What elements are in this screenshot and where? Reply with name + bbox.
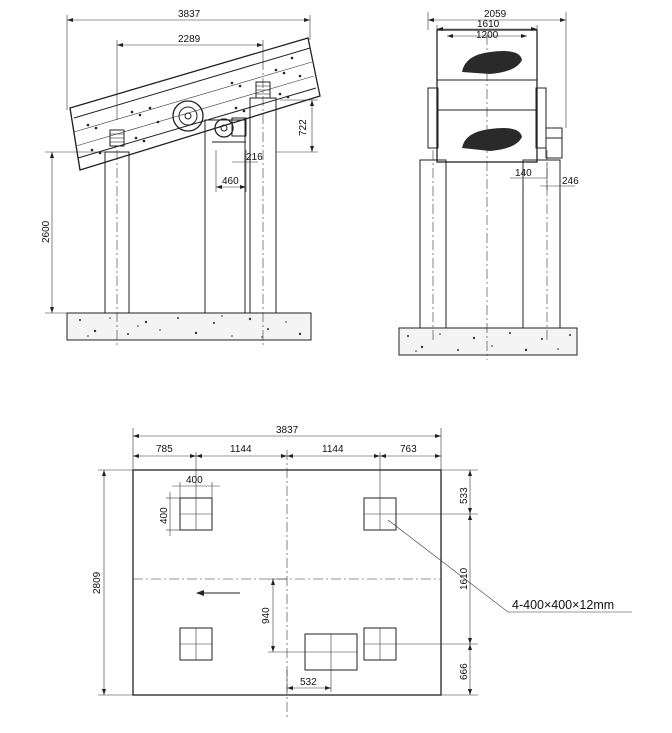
side-support-span-label: 2289	[178, 34, 201, 45]
screen-box	[69, 37, 321, 171]
motor-pulley	[214, 118, 234, 138]
side-height-label: 2600	[41, 220, 52, 243]
plan-spacing-3-label: 1144	[322, 444, 344, 455]
side-column-mid	[204, 119, 246, 314]
end-ground-texture	[407, 332, 571, 352]
end-offset-b-label: 246	[562, 176, 579, 187]
plan-overall-length-label: 3837	[276, 425, 299, 436]
end-column-right	[522, 159, 561, 329]
side-motor-offset-label: 460	[222, 176, 239, 187]
end-overall-width-label: 2059	[484, 9, 507, 20]
spring-left	[109, 129, 125, 147]
plan-spacing-1-label: 785	[156, 444, 173, 455]
side-overall-length-label: 3837	[178, 9, 201, 20]
plan-spacing-4-label: 763	[400, 444, 417, 455]
plan-pad-width-label: 400	[186, 475, 203, 486]
end-screen-width-label: 1200	[476, 30, 499, 41]
plan-overall-width-label: 2809	[92, 571, 103, 594]
end-offset-a-label: 140	[515, 168, 532, 179]
exciter-wheel	[172, 100, 204, 132]
side-view: 3837 2289 2600 722 460 216	[41, 9, 321, 345]
plan-top-margin-label: 533	[459, 487, 470, 504]
plan-pad-height-label: 400	[159, 507, 170, 524]
side-motor-spacing-label: 216	[246, 152, 263, 163]
plan-center-offset-label: 940	[261, 607, 272, 624]
pad-callout-label: 4-400×400×12mm	[512, 598, 614, 612]
end-frame-width-label: 1610	[477, 19, 500, 30]
plan-bottom-margin-label: 666	[459, 663, 470, 680]
end-screen-frame	[436, 29, 538, 163]
end-screen-mesh-top	[462, 51, 522, 74]
end-view: 2059 1610 1200 140 246	[398, 9, 579, 360]
screen-box-bolts	[86, 56, 302, 155]
end-screen-mesh-bottom	[462, 128, 522, 151]
end-motor	[545, 127, 563, 159]
spring-right	[255, 81, 271, 99]
side-ground-texture	[79, 315, 302, 338]
plan-spacing-2-label: 1144	[230, 444, 252, 455]
pad-callout-leader	[387, 519, 632, 613]
motor-body	[231, 117, 247, 137]
plan-motor-pad-width-label: 532	[300, 677, 317, 688]
side-ground-slab	[66, 312, 312, 341]
side-drop-label: 722	[298, 119, 309, 136]
end-ground-slab	[398, 327, 578, 356]
foundation-plan: 3837 785 1144 1144 763 400 400 2809	[92, 425, 632, 720]
